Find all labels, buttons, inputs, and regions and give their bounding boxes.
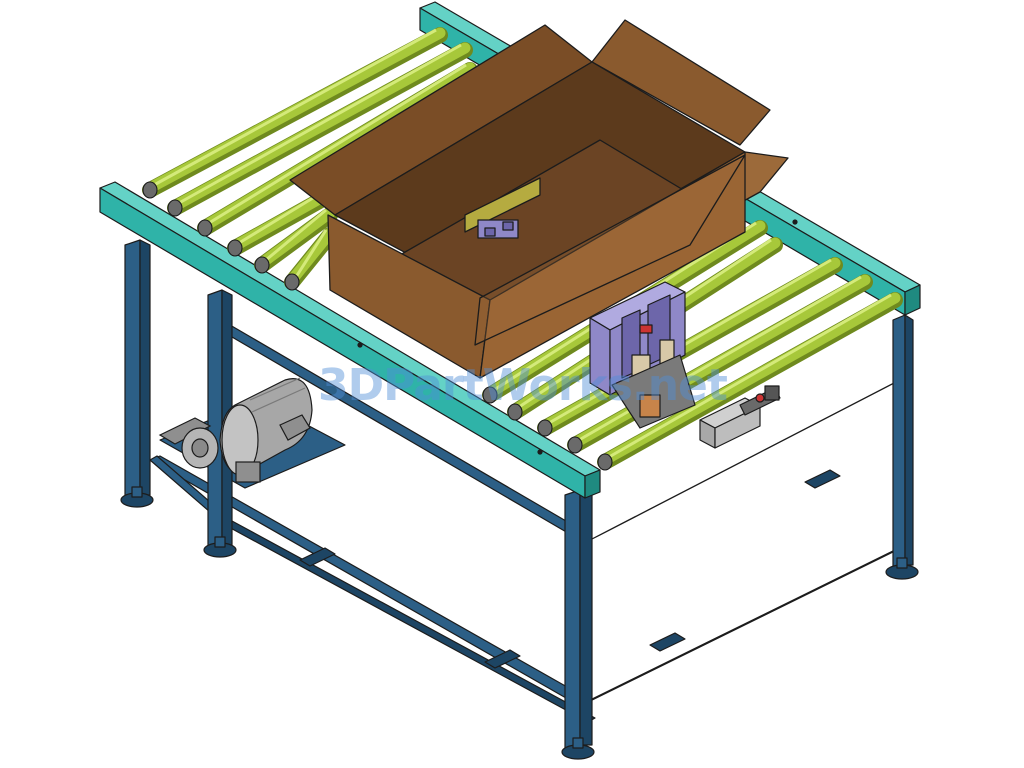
roller-highlight	[548, 258, 832, 425]
pusher-mechanism-icon	[589, 281, 696, 429]
cardboard-box-icon	[289, 19, 789, 379]
roller-group	[142, 27, 903, 471]
frame-icon	[120, 239, 919, 760]
roller-sprocket	[167, 199, 183, 217]
roller-highlight	[153, 28, 437, 187]
roller-sprocket	[537, 419, 553, 437]
side-rail-left	[99, 181, 601, 499]
roller-sprocket	[507, 403, 523, 421]
gear-motor-icon	[158, 377, 313, 483]
roller-highlight	[178, 43, 462, 205]
roller-sprocket	[597, 453, 613, 471]
roller-sprocket	[142, 181, 158, 199]
roller-sprocket	[227, 239, 243, 257]
sensor-icon	[699, 385, 781, 449]
roller-sprocket	[284, 273, 300, 291]
roller-sprocket	[197, 219, 213, 237]
watermark-text: 3DPartWorks.net	[318, 360, 728, 411]
roller-sprocket	[567, 436, 583, 454]
roller-highlight	[208, 63, 467, 225]
roller-sprocket	[254, 256, 270, 274]
roller-highlight	[608, 293, 892, 459]
roller-highlight	[265, 208, 327, 262]
roller-highlight	[294, 229, 328, 278]
roller-highlight	[238, 188, 327, 245]
roller-highlight	[578, 275, 862, 442]
roller-sprocket	[482, 386, 498, 404]
